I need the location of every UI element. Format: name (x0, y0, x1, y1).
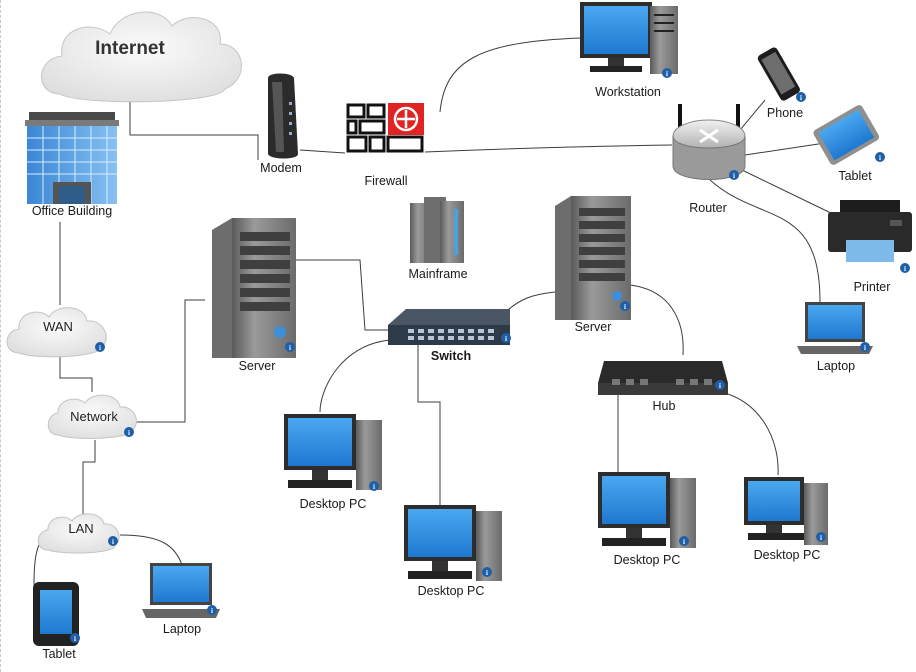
link-router-phone (739, 99, 766, 131)
phone-icon (757, 47, 800, 101)
server-left-icon (212, 218, 296, 358)
desktop-pc-1-icon (284, 414, 382, 490)
svg-text:i: i (505, 335, 507, 343)
switch-icon (388, 309, 510, 345)
link-lan-laptop (119, 534, 183, 566)
office-building-icon (25, 112, 119, 204)
firewall-label: Firewall (364, 174, 408, 188)
internet-cloud-icon (41, 11, 242, 103)
link-internet-modem (129, 100, 259, 160)
tablet-bottom-label: Tablet (42, 647, 76, 661)
desktop-pc-2-icon (404, 505, 502, 581)
firewall-icon (346, 103, 424, 153)
router-icon (672, 104, 746, 180)
link-network-lan (82, 440, 96, 515)
svg-text:i: i (373, 483, 375, 491)
link-firewall-workstation (439, 37, 581, 113)
svg-text:i: i (486, 569, 488, 577)
printer-label: Printer (853, 280, 891, 294)
svg-text:i: i (683, 538, 685, 546)
server-left-label: Server (238, 359, 276, 373)
desktop-pc-2-label: Desktop PC (417, 584, 485, 598)
desktop-pc-1-label: Desktop PC (299, 497, 367, 511)
link-switch-desktop1 (319, 339, 391, 413)
svg-text:i: i (879, 154, 881, 162)
office-building-label: Office Building (31, 204, 113, 218)
link-firewall-router (424, 144, 673, 153)
svg-text:i: i (128, 429, 130, 437)
workstation-label: Workstation (595, 85, 661, 99)
link-router-laptop (709, 179, 821, 303)
mainframe-label: Mainframe (408, 267, 468, 281)
desktop-pc-3-label: Desktop PC (613, 553, 681, 567)
desktop-pc-4-label: Desktop PC (753, 548, 821, 562)
mainframe-icon (410, 197, 464, 263)
svg-text:i: i (864, 344, 866, 352)
link-network-server (135, 299, 205, 423)
internet-label: Internet (95, 38, 165, 59)
svg-text:i: i (820, 534, 822, 542)
hub-icon (598, 361, 728, 395)
desktop-pc-4-icon (744, 477, 828, 545)
svg-text:i: i (112, 538, 114, 546)
hub-label: Hub (652, 399, 676, 413)
network-label: Network (70, 409, 118, 424)
modem-icon (268, 73, 298, 159)
lan-label: LAN (68, 521, 94, 536)
wan-label: WAN (43, 319, 73, 334)
wan-cloud-icon (6, 307, 107, 358)
laptop-right-icon (797, 302, 873, 354)
link-modem-firewall (299, 149, 346, 154)
svg-text:i: i (719, 382, 721, 390)
svg-text:i: i (904, 265, 906, 273)
desktop-pc-3-icon (598, 472, 696, 548)
left-edge-guide (0, 0, 3, 672)
link-wan-network (59, 355, 93, 392)
link-router-printer (741, 169, 836, 216)
server-right-icon (555, 196, 631, 320)
network-cloud-icon (47, 394, 137, 439)
switch-label: Switch (430, 349, 472, 363)
link-router-tablet (744, 142, 826, 156)
svg-text:i: i (800, 94, 802, 102)
modem-label: Modem (260, 161, 302, 175)
svg-text:i: i (666, 70, 668, 78)
svg-text:i: i (74, 635, 76, 643)
tablet-bottom-icon (33, 582, 79, 646)
connection-lines (33, 37, 836, 586)
link-server-switch (272, 259, 390, 331)
link-serverright-hub (629, 284, 684, 356)
tablet-top-label: Tablet (838, 169, 872, 183)
svg-text:i: i (289, 344, 291, 352)
server-right-label: Server (574, 320, 612, 334)
svg-text:i: i (211, 607, 213, 615)
svg-text:i: i (624, 303, 626, 311)
router-label: Router (689, 201, 727, 215)
printer-icon (828, 200, 912, 262)
tablet-top-icon (813, 105, 880, 165)
laptop-bottom-label: Laptop (162, 622, 202, 636)
link-switch-desktop2 (417, 345, 441, 505)
phone-label: Phone (766, 106, 804, 120)
laptop-right-label: Laptop (816, 359, 856, 373)
info-badges (70, 68, 910, 643)
link-hub-desktop4 (719, 391, 779, 476)
laptop-bottom-icon (142, 563, 220, 618)
lan-cloud-icon (37, 513, 120, 554)
svg-text:i: i (99, 344, 101, 352)
workstation-icon (580, 2, 678, 74)
svg-text:i: i (733, 172, 735, 180)
